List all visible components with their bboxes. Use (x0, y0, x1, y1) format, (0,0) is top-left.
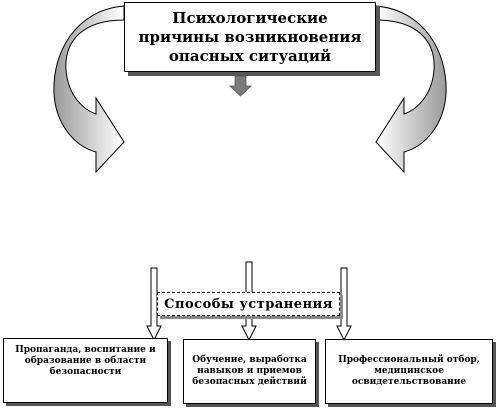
method-box-propaganda: Пропаганда, воспитание и образование в о… (3, 338, 168, 403)
method-text-propaganda: Пропаганда, воспитание и образование в о… (15, 345, 156, 377)
diagram-title: Психологические причины возникновения оп… (138, 8, 362, 65)
down-arrow-left-icon (146, 267, 162, 342)
curved-arrow-right-icon (375, 5, 447, 174)
methods-label-box: Способы устранения (157, 292, 340, 316)
block-arrow-down-icon (229, 75, 252, 97)
method-text-selection: Профессиональный отбор, медицинское осви… (338, 355, 480, 387)
down-arrow-right-icon (336, 267, 352, 342)
method-text-training: Обучение, выработка навыков и приемов бе… (192, 355, 307, 387)
method-box-selection: Профессиональный отбор, медицинское осви… (325, 339, 493, 404)
method-box-training: Обучение, выработка навыков и приемов бе… (183, 339, 316, 404)
curved-arrow-left-icon (53, 5, 125, 174)
diagram-title-box: Психологические причины возникновения оп… (124, 2, 376, 72)
methods-label: Способы устранения (164, 296, 333, 312)
